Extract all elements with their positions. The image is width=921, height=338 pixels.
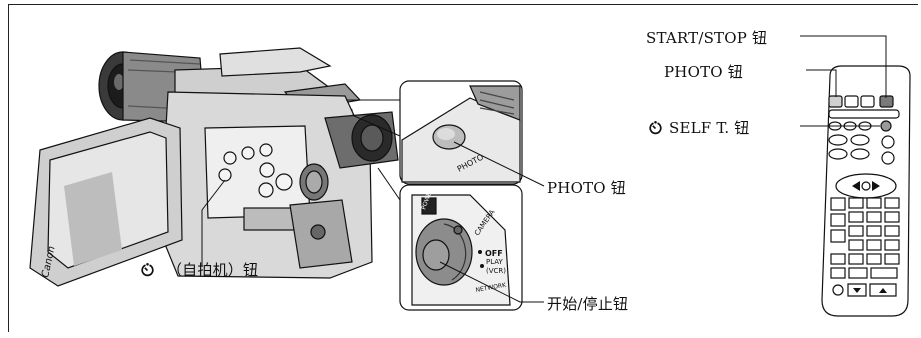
- label-self-timer-remote: SELF T. 钮: [648, 117, 749, 138]
- play-mode-marking: PLAY: [486, 258, 504, 266]
- camcorder: Canon: [29, 47, 399, 287]
- off-mode-marking: OFF: [485, 249, 503, 258]
- label-start-stop-remote: START/STOP 钮: [646, 29, 768, 47]
- remote-selftimer-key: [880, 120, 892, 132]
- remote-controller: [821, 65, 911, 317]
- self-timer-icon: [648, 119, 664, 137]
- power-closeup: POWER CAMERA OFF PLAY (VCR) NETWORK: [377, 167, 523, 311]
- camera-selftimer-button: [218, 168, 232, 182]
- leader-lines: [201, 35, 887, 303]
- self-timer-icon: [140, 261, 162, 279]
- label-self-timer-remote-text: SELF T. 钮: [668, 119, 750, 137]
- camera-button-1: [223, 151, 237, 165]
- label-photo-remote: PHOTO 钮: [664, 63, 743, 81]
- label-photo-camera: PHOTO 钮: [547, 179, 626, 197]
- start-stop-key: [422, 239, 450, 271]
- figure-frame: [8, 4, 918, 332]
- vcr-mode-marking: (VCR): [486, 267, 506, 275]
- label-self-timer-camera-text: （自拍机）钮: [166, 261, 259, 279]
- photo-closeup: PHOTO: [346, 80, 523, 185]
- label-start-stop-camera: 开始/停止钮: [547, 295, 629, 313]
- remote-photo-key: [828, 95, 843, 108]
- label-self-timer-camera: （自拍机）钮: [140, 259, 258, 280]
